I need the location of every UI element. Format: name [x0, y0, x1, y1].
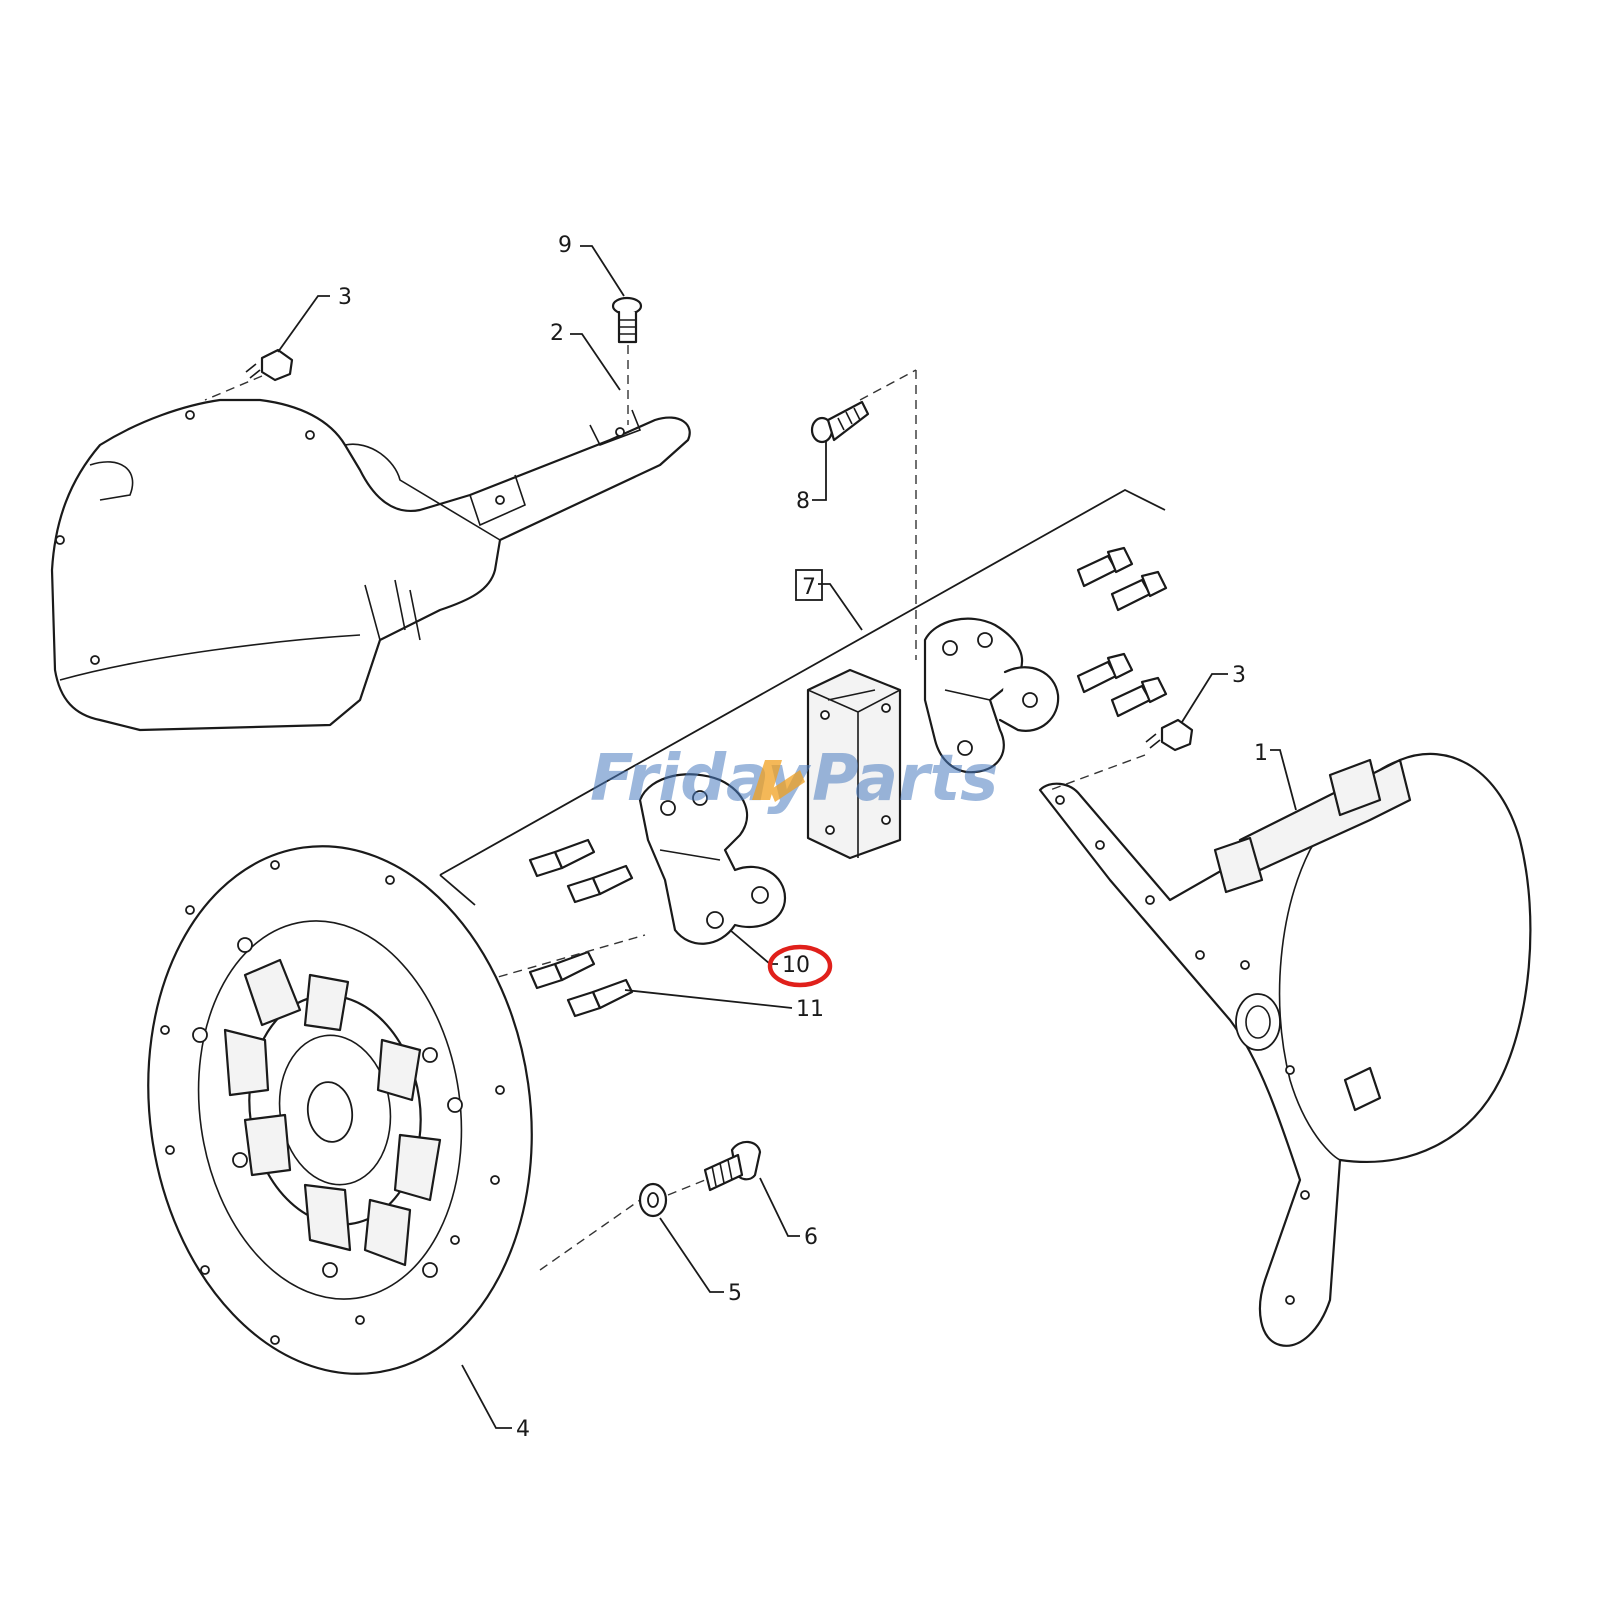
brand-watermark: Friday Parts	[590, 742, 998, 816]
watermark-text-right: Parts	[812, 742, 998, 816]
callout-5: 5	[728, 1281, 742, 1306]
bolt-left-3	[528, 950, 596, 990]
bolt-right-1	[1076, 546, 1134, 588]
bolt-part-9	[611, 296, 643, 425]
bell-housing-part-1	[1038, 752, 1532, 1347]
callout-3-right: 3	[1232, 663, 1246, 688]
bolts-right-group	[1076, 546, 1168, 718]
callout-6: 6	[804, 1225, 818, 1250]
coupling-spider-part-10	[638, 773, 787, 945]
watermark-checkmark-icon	[752, 760, 805, 802]
coupling-element-block	[806, 668, 902, 860]
bolt-left-2	[566, 864, 634, 904]
callout-10: 10	[782, 953, 810, 978]
coupling-frame-part-7	[439, 369, 1166, 906]
highlight-ring-callout-10	[767, 944, 833, 988]
bolts-left-group	[469, 838, 646, 1018]
callout-7-box	[795, 569, 823, 601]
callout-1: 1	[1254, 741, 1268, 766]
watermark-text-left: Friday	[590, 742, 811, 816]
bolt-right-3	[1076, 652, 1134, 694]
callout-7: 7	[802, 575, 816, 600]
callout-9: 9	[558, 233, 572, 258]
bolt-part-3-right	[1049, 718, 1194, 791]
bolt-part-8	[810, 400, 870, 444]
callout-11: 11	[796, 997, 824, 1022]
coupling-spider-right	[923, 617, 1060, 774]
callout-4: 4	[516, 1417, 530, 1442]
callout-labels: 3 9 2 8 7 3 1 10 11 4 5 6	[338, 233, 1268, 1442]
bolt-part-6	[667, 1140, 762, 1196]
guard-cover-part-2	[50, 398, 691, 732]
washer-part-5	[638, 1182, 668, 1218]
bolt-right-4	[1110, 676, 1168, 718]
callout-8: 8	[796, 489, 810, 514]
damper-plate-part-4	[147, 845, 641, 1375]
bolt-right-2	[1110, 570, 1168, 612]
bolt-part-3-top	[204, 348, 294, 401]
callout-2: 2	[550, 321, 564, 346]
bolt-left-1	[528, 838, 596, 878]
bolt-part-11	[566, 978, 634, 1018]
callout-3-top: 3	[338, 285, 352, 310]
